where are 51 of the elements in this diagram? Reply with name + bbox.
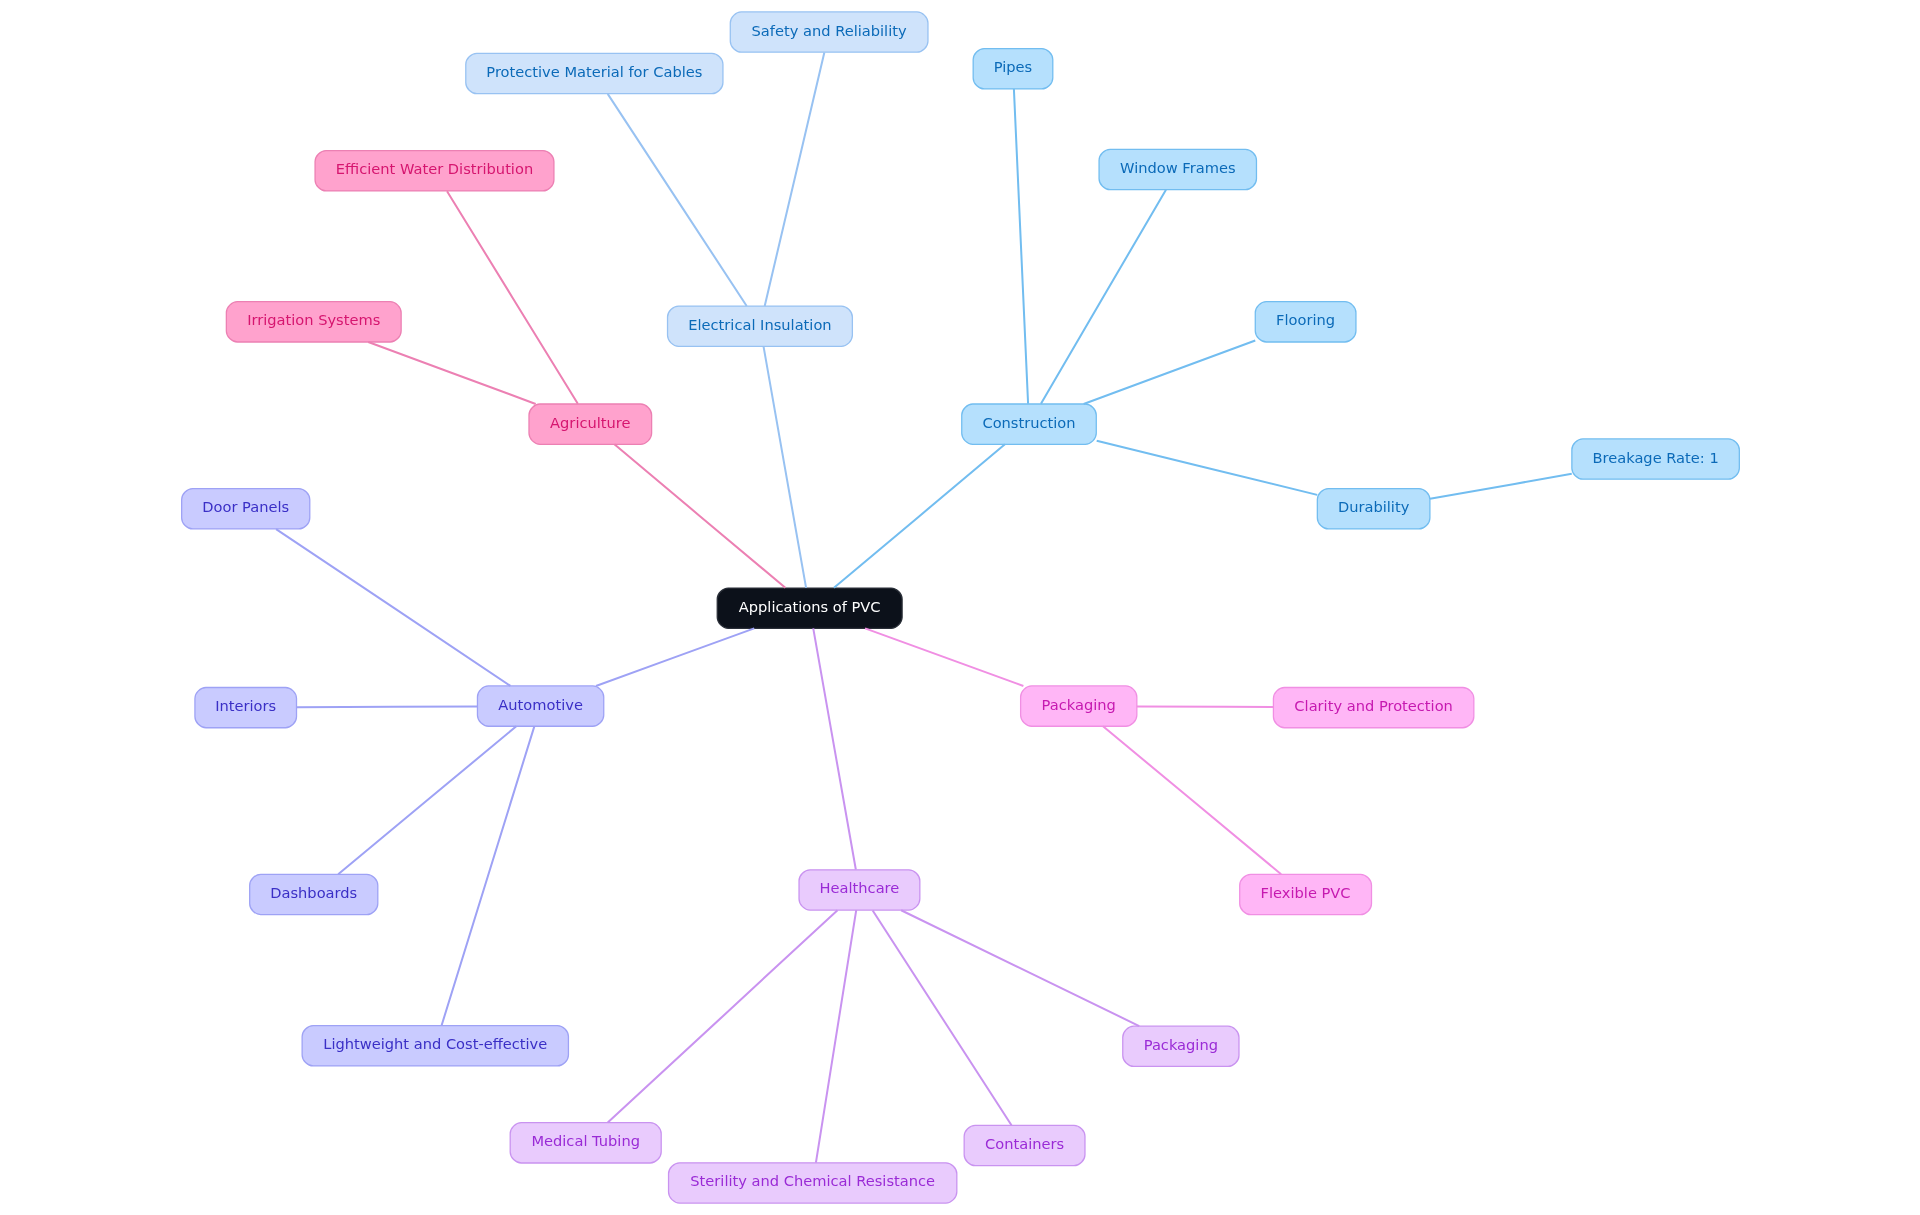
- connector: [1082, 339, 1256, 405]
- connector: [864, 627, 1024, 687]
- connector: [445, 190, 579, 405]
- node-box: Agriculture: [527, 403, 652, 445]
- connector: [811, 628, 857, 870]
- connector: [1136, 705, 1273, 709]
- node-box: Durability: [1316, 487, 1431, 530]
- node-box: Electrical Insulation: [666, 305, 853, 347]
- node-box: Sterility and Chemical Resistance: [667, 1162, 957, 1204]
- node-box: Packaging: [1121, 1025, 1240, 1068]
- node-box: Protective Material for Cables: [464, 52, 724, 95]
- node-box: Dashboards: [248, 873, 378, 916]
- connector: [440, 726, 535, 1026]
- node-box: Flexible PVC: [1238, 873, 1372, 916]
- connector: [367, 341, 536, 405]
- connector: [337, 725, 517, 875]
- node-box: Automotive: [476, 685, 604, 727]
- connector: [613, 443, 786, 589]
- node-box: Breakage Rate: 1: [1570, 438, 1740, 480]
- connector: [606, 93, 748, 307]
- node-box: Interiors: [193, 686, 297, 729]
- node-box: Safety and Reliability: [729, 11, 929, 53]
- connector: [296, 705, 477, 709]
- connector: [814, 909, 857, 1163]
- connector: [606, 909, 838, 1124]
- connector: [1429, 472, 1572, 500]
- connector: [871, 909, 1012, 1126]
- connector: [275, 528, 511, 687]
- node-box: Pipes: [972, 48, 1053, 90]
- node-box: Window Frames: [1097, 148, 1257, 191]
- node-box: Flooring: [1254, 301, 1357, 343]
- node-box: Lightweight and Cost-effective: [301, 1024, 569, 1067]
- connector: [900, 909, 1140, 1027]
- node-box: Applications of PVC: [716, 587, 903, 629]
- node-box: Containers: [963, 1124, 1086, 1167]
- node-box: Door Panels: [180, 487, 310, 530]
- node-box: Healthcare: [797, 869, 920, 911]
- connector: [595, 627, 755, 687]
- connector: [1101, 725, 1282, 875]
- connector: [1012, 89, 1029, 404]
- node-box: Clarity and Protection: [1272, 686, 1474, 729]
- node-box: Irrigation Systems: [225, 301, 402, 343]
- node-box: Packaging: [1019, 685, 1137, 727]
- node-box: Medical Tubing: [509, 1122, 662, 1164]
- connector: [762, 346, 807, 589]
- connector: [1095, 439, 1317, 496]
- connector: [1039, 189, 1167, 405]
- connector: [832, 443, 1006, 589]
- node-box: Efficient Water Distribution: [313, 150, 555, 192]
- node-box: Construction: [960, 403, 1097, 445]
- connector: [763, 52, 825, 307]
